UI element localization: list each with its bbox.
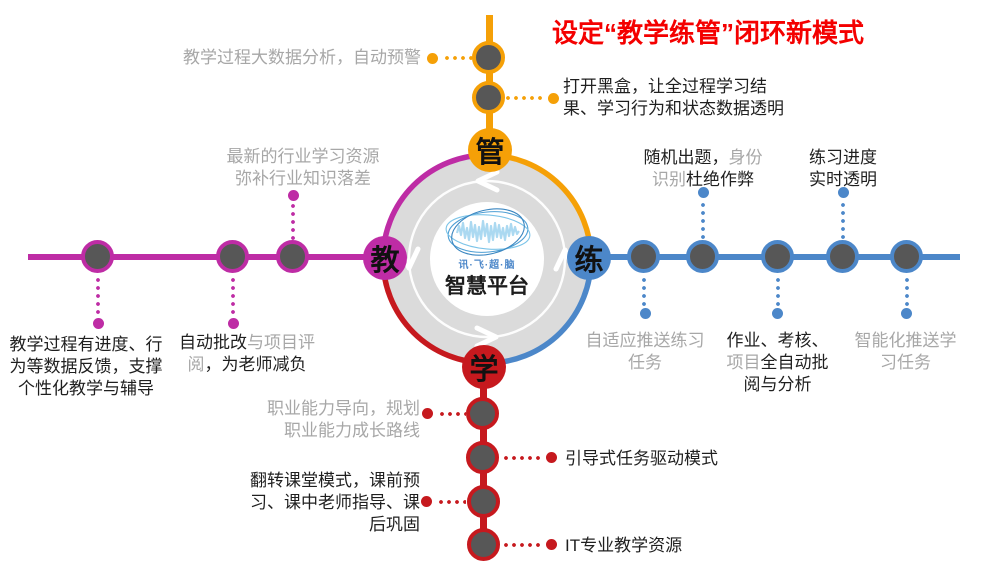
note-teach-feedback: 教学过程有进度、行为等数据反馈，支撑个性化教学与辅导: [7, 334, 165, 400]
dot-manage-analysis: [427, 53, 438, 64]
note-text-segment: 练习进度实时透明: [809, 148, 877, 189]
connector-practice-progress: [841, 201, 845, 239]
connector-practice-random: [701, 201, 705, 239]
badge-practice: 练: [567, 236, 611, 280]
note-text-segment: 职业能力导向，规划职业能力成长路线: [267, 399, 420, 440]
learn-node-2: [466, 441, 499, 474]
teach-branch-line: [28, 254, 385, 260]
note-text-segment: 引导式任务驱动模式: [565, 449, 718, 468]
connector-teach-grading: [231, 276, 235, 316]
note-text-segment: 杜绝作弊: [686, 170, 754, 189]
dot-learn-flipped: [421, 496, 432, 507]
learn-node-4: [467, 528, 500, 561]
dot-practice-autograding: [772, 308, 783, 319]
note-learn-taskdriven: 引导式任务驱动模式: [565, 448, 765, 470]
note-text-segment: 自适应推送练习任务: [585, 331, 705, 372]
connector-learn-flipped: [437, 500, 466, 504]
note-text-segment: 教学过程有进度、行为等数据反馈，支撑个性化教学与辅导: [9, 335, 163, 398]
connector-practice-adaptive: [642, 276, 646, 307]
dot-teach-feedback: [93, 318, 104, 329]
note-text-segment: IT专业教学资源: [565, 536, 683, 555]
note-text-segment: 与项目评阅: [187, 333, 316, 374]
badge-learn: 学: [462, 345, 506, 389]
connector-learn-taskdriven: [502, 456, 544, 460]
connector-learn-career: [438, 412, 466, 416]
hub-arc-practice-learn: [486, 258, 594, 366]
connector-practice-smartpush: [905, 276, 909, 307]
note-text-segment: 项目: [726, 353, 761, 372]
note-learn-career: 职业能力导向，规划职业能力成长路线: [262, 398, 420, 442]
practice-node-3: [761, 240, 794, 273]
hub-cycle-graphic: [380, 152, 594, 366]
note-text-segment: 作业、考核、: [726, 331, 829, 350]
note-practice-smartpush: 智能化推送学习任务: [852, 330, 959, 374]
note-teach-grading: 自动批改与项目评阅，为老师减负: [177, 332, 317, 376]
note-practice-random: 随机出题，身份识别杜绝作弊: [641, 147, 765, 191]
note-text-segment: 智能化推送学习任务: [854, 331, 957, 372]
connector-learn-itresources: [502, 543, 544, 547]
practice-node-5: [890, 240, 923, 273]
note-manage-blackbox: 打开黑盒，让全过程学习结果、学习行为和状态数据透明: [563, 76, 791, 120]
dot-learn-career: [422, 408, 433, 419]
manage-node-2: [472, 81, 505, 114]
dot-practice-adaptive: [640, 308, 651, 319]
note-text-segment: 打开黑盒，让全过程学习结果、学习行为和状态数据透明: [563, 77, 784, 118]
note-practice-progress: 练习进度实时透明: [807, 147, 879, 191]
note-text-segment: 随机出题，: [643, 148, 729, 167]
manage-node-1: [472, 41, 505, 74]
note-text-segment: 翻转课堂模式，课前预习、课中老师指导、课后巩固: [250, 471, 420, 534]
dot-learn-itresources: [546, 539, 557, 550]
dot-practice-random: [698, 187, 709, 198]
dot-teach-resources: [288, 190, 299, 201]
learn-node-1: [466, 397, 499, 430]
note-text-segment: 全自动批阅与分析: [743, 353, 829, 394]
note-manage-analysis: 教学过程大数据分析，自动预警: [161, 47, 421, 69]
learn-node-3: [467, 485, 500, 518]
note-text-segment: 最新的行业学习资源弥补行业知识落差: [226, 147, 380, 188]
dot-practice-smartpush: [901, 308, 912, 319]
page-title: 设定“教学练管”闭环新模式: [552, 18, 865, 48]
badge-teach: 教: [363, 236, 407, 280]
connector-manage-analysis: [443, 56, 479, 60]
note-practice-adaptive: 自适应推送练习任务: [583, 330, 707, 374]
dot-practice-progress: [838, 187, 849, 198]
connector-teach-feedback: [96, 276, 100, 316]
connector-manage-blackbox: [504, 96, 544, 100]
note-text-segment: ，为老师减负: [204, 355, 307, 374]
dot-manage-blackbox: [548, 93, 559, 104]
note-practice-autograding: 作业、考核、项目全自动批阅与分析: [724, 330, 831, 396]
note-text-segment: 教学过程大数据分析，自动预警: [183, 48, 421, 67]
note-learn-itresources: IT专业教学资源: [565, 535, 765, 557]
note-text-segment: 身份识别: [652, 148, 763, 189]
hub-platform-name: 智慧平台: [445, 275, 529, 298]
note-text-segment: 自动批改: [179, 333, 247, 352]
connector-practice-autograding: [776, 276, 780, 307]
flow-arrow-top: [475, 169, 500, 193]
teach-node-1: [81, 240, 114, 273]
badge-manage: 管: [468, 128, 512, 172]
practice-node-4: [826, 240, 859, 273]
note-teach-resources: 最新的行业学习资源弥补行业知识落差: [224, 146, 382, 190]
brain-scribble-waveform-icon: [445, 208, 531, 256]
practice-node-1: [627, 240, 660, 273]
connector-teach-resources: [291, 202, 295, 240]
hub-logo-caption: 讯·飞·超·脑: [458, 260, 516, 271]
dot-learn-taskdriven: [546, 452, 557, 463]
teach-node-3: [276, 240, 309, 273]
note-learn-flipped: 翻转课堂模式，课前预习、课中老师指导、课后巩固: [238, 470, 420, 536]
hub-inner-track: [407, 179, 567, 339]
flow-arrow-bottom: [474, 325, 499, 349]
practice-node-2: [686, 240, 719, 273]
dot-teach-grading: [228, 318, 239, 329]
teach-node-2: [216, 240, 249, 273]
